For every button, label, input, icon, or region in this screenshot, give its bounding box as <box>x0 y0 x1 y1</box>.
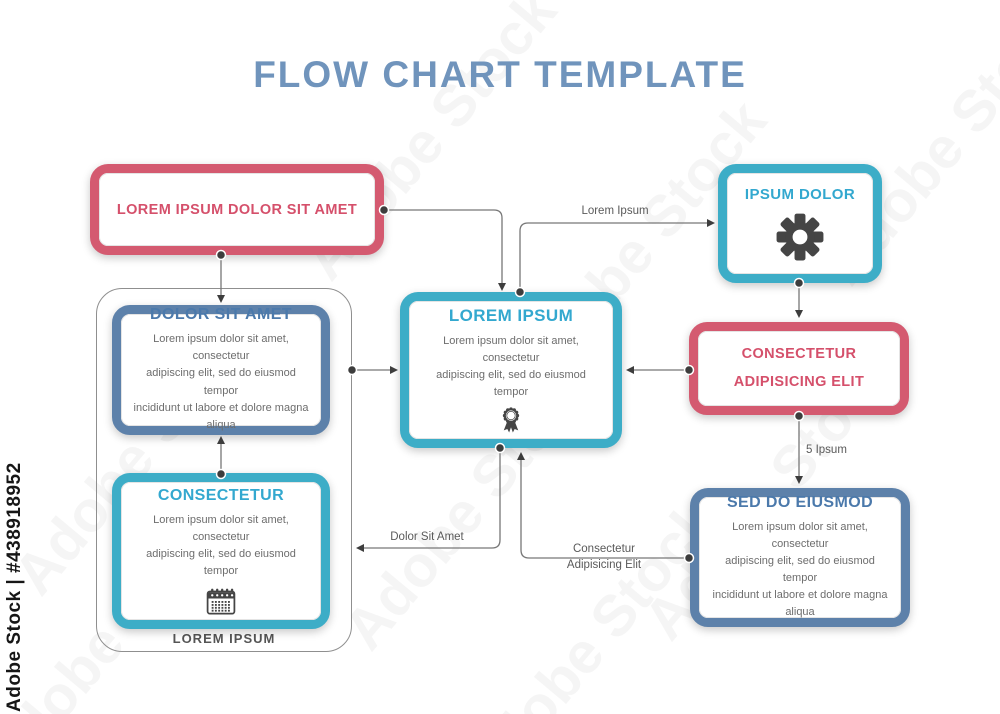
node-title: LOREM IPSUM DOLOR SIT AMET <box>116 201 358 218</box>
node-inner: LOREM IPSUM DOLOR SIT AMET <box>99 173 375 246</box>
node-lorem-ipsum-center: LOREM IPSUM Lorem ipsum dolor sit amet, … <box>400 292 622 448</box>
node-inner: LOREM IPSUM Lorem ipsum dolor sit amet, … <box>409 301 613 439</box>
node-dolor-sit-amet: DOLOR SIT AMET Lorem ipsum dolor sit ame… <box>112 305 330 435</box>
node-sed-do-eiusmod: SED DO EIUSMOD Lorem ipsum dolor sit ame… <box>690 488 910 627</box>
node-lorem-ipsum-dolor-sit-amet: LOREM IPSUM DOLOR SIT AMET <box>90 164 384 255</box>
node-inner: CONSECTETUR Lorem ipsum dolor sit amet, … <box>121 482 321 620</box>
connector-label-consectetur: Consectetur <box>572 543 635 555</box>
node-consectetur: CONSECTETUR Lorem ipsum dolor sit amet, … <box>112 473 330 629</box>
node-title: SED DO EIUSMOD <box>726 493 874 511</box>
arrowhead-icon <box>356 544 364 552</box>
node-inner: SED DO EIUSMOD Lorem ipsum dolor sit ame… <box>699 493 901 619</box>
adobe-stock-id-watermark: Adobe Stock | #438918952 <box>4 462 25 712</box>
node-title: CONSECTETUR <box>157 487 285 504</box>
group-container <box>96 288 352 652</box>
node-title: LOREM IPSUM <box>448 306 574 325</box>
node-inner: CONSECTETUR ADIPISICING ELIT <box>698 331 900 406</box>
connector-label-adipisicing-elit: Adipisicing Elit <box>566 559 642 571</box>
arrowhead-icon <box>795 310 803 318</box>
arrowhead-icon <box>626 366 634 374</box>
arrowhead-icon <box>707 219 715 227</box>
connector-line <box>388 209 503 283</box>
calendar-icon <box>206 588 236 615</box>
connector-label-lorem-ipsum: Lorem Ipsum <box>581 205 649 217</box>
node-body: Lorem ipsum dolor sit amet, consectetur … <box>712 520 888 619</box>
page-title: FLOW CHART TEMPLATE <box>253 54 747 95</box>
node-title: IPSUM DOLOR <box>744 185 856 203</box>
gear-icon <box>776 213 824 260</box>
award-icon <box>502 407 520 433</box>
node-body: Lorem ipsum dolor sit amet, consectetur … <box>146 514 296 578</box>
node-body: Lorem ipsum dolor sit amet, consectetur … <box>133 333 309 431</box>
node-title: CONSECTETUR ADIPISICING ELIT <box>733 345 865 390</box>
arrowhead-icon <box>390 366 398 374</box>
node-inner: IPSUM DOLOR <box>727 173 873 274</box>
connector-label-5-ipsum: 5 Ipsum <box>806 444 847 456</box>
node-inner: DOLOR SIT AMET Lorem ipsum dolor sit ame… <box>121 306 321 431</box>
arrowhead-icon <box>498 283 506 291</box>
node-consectetur-adipisicing-elit: CONSECTETUR ADIPISICING ELIT <box>689 322 909 415</box>
connector-label-dolor-sit-amet: Dolor Sit Amet <box>390 531 464 543</box>
group-label: LOREM IPSUM <box>172 631 276 646</box>
node-body: Lorem ipsum dolor sit amet, consectetur … <box>436 335 586 399</box>
node-title: DOLOR SIT AMET <box>150 306 292 324</box>
node-ipsum-dolor: IPSUM DOLOR <box>718 164 882 283</box>
